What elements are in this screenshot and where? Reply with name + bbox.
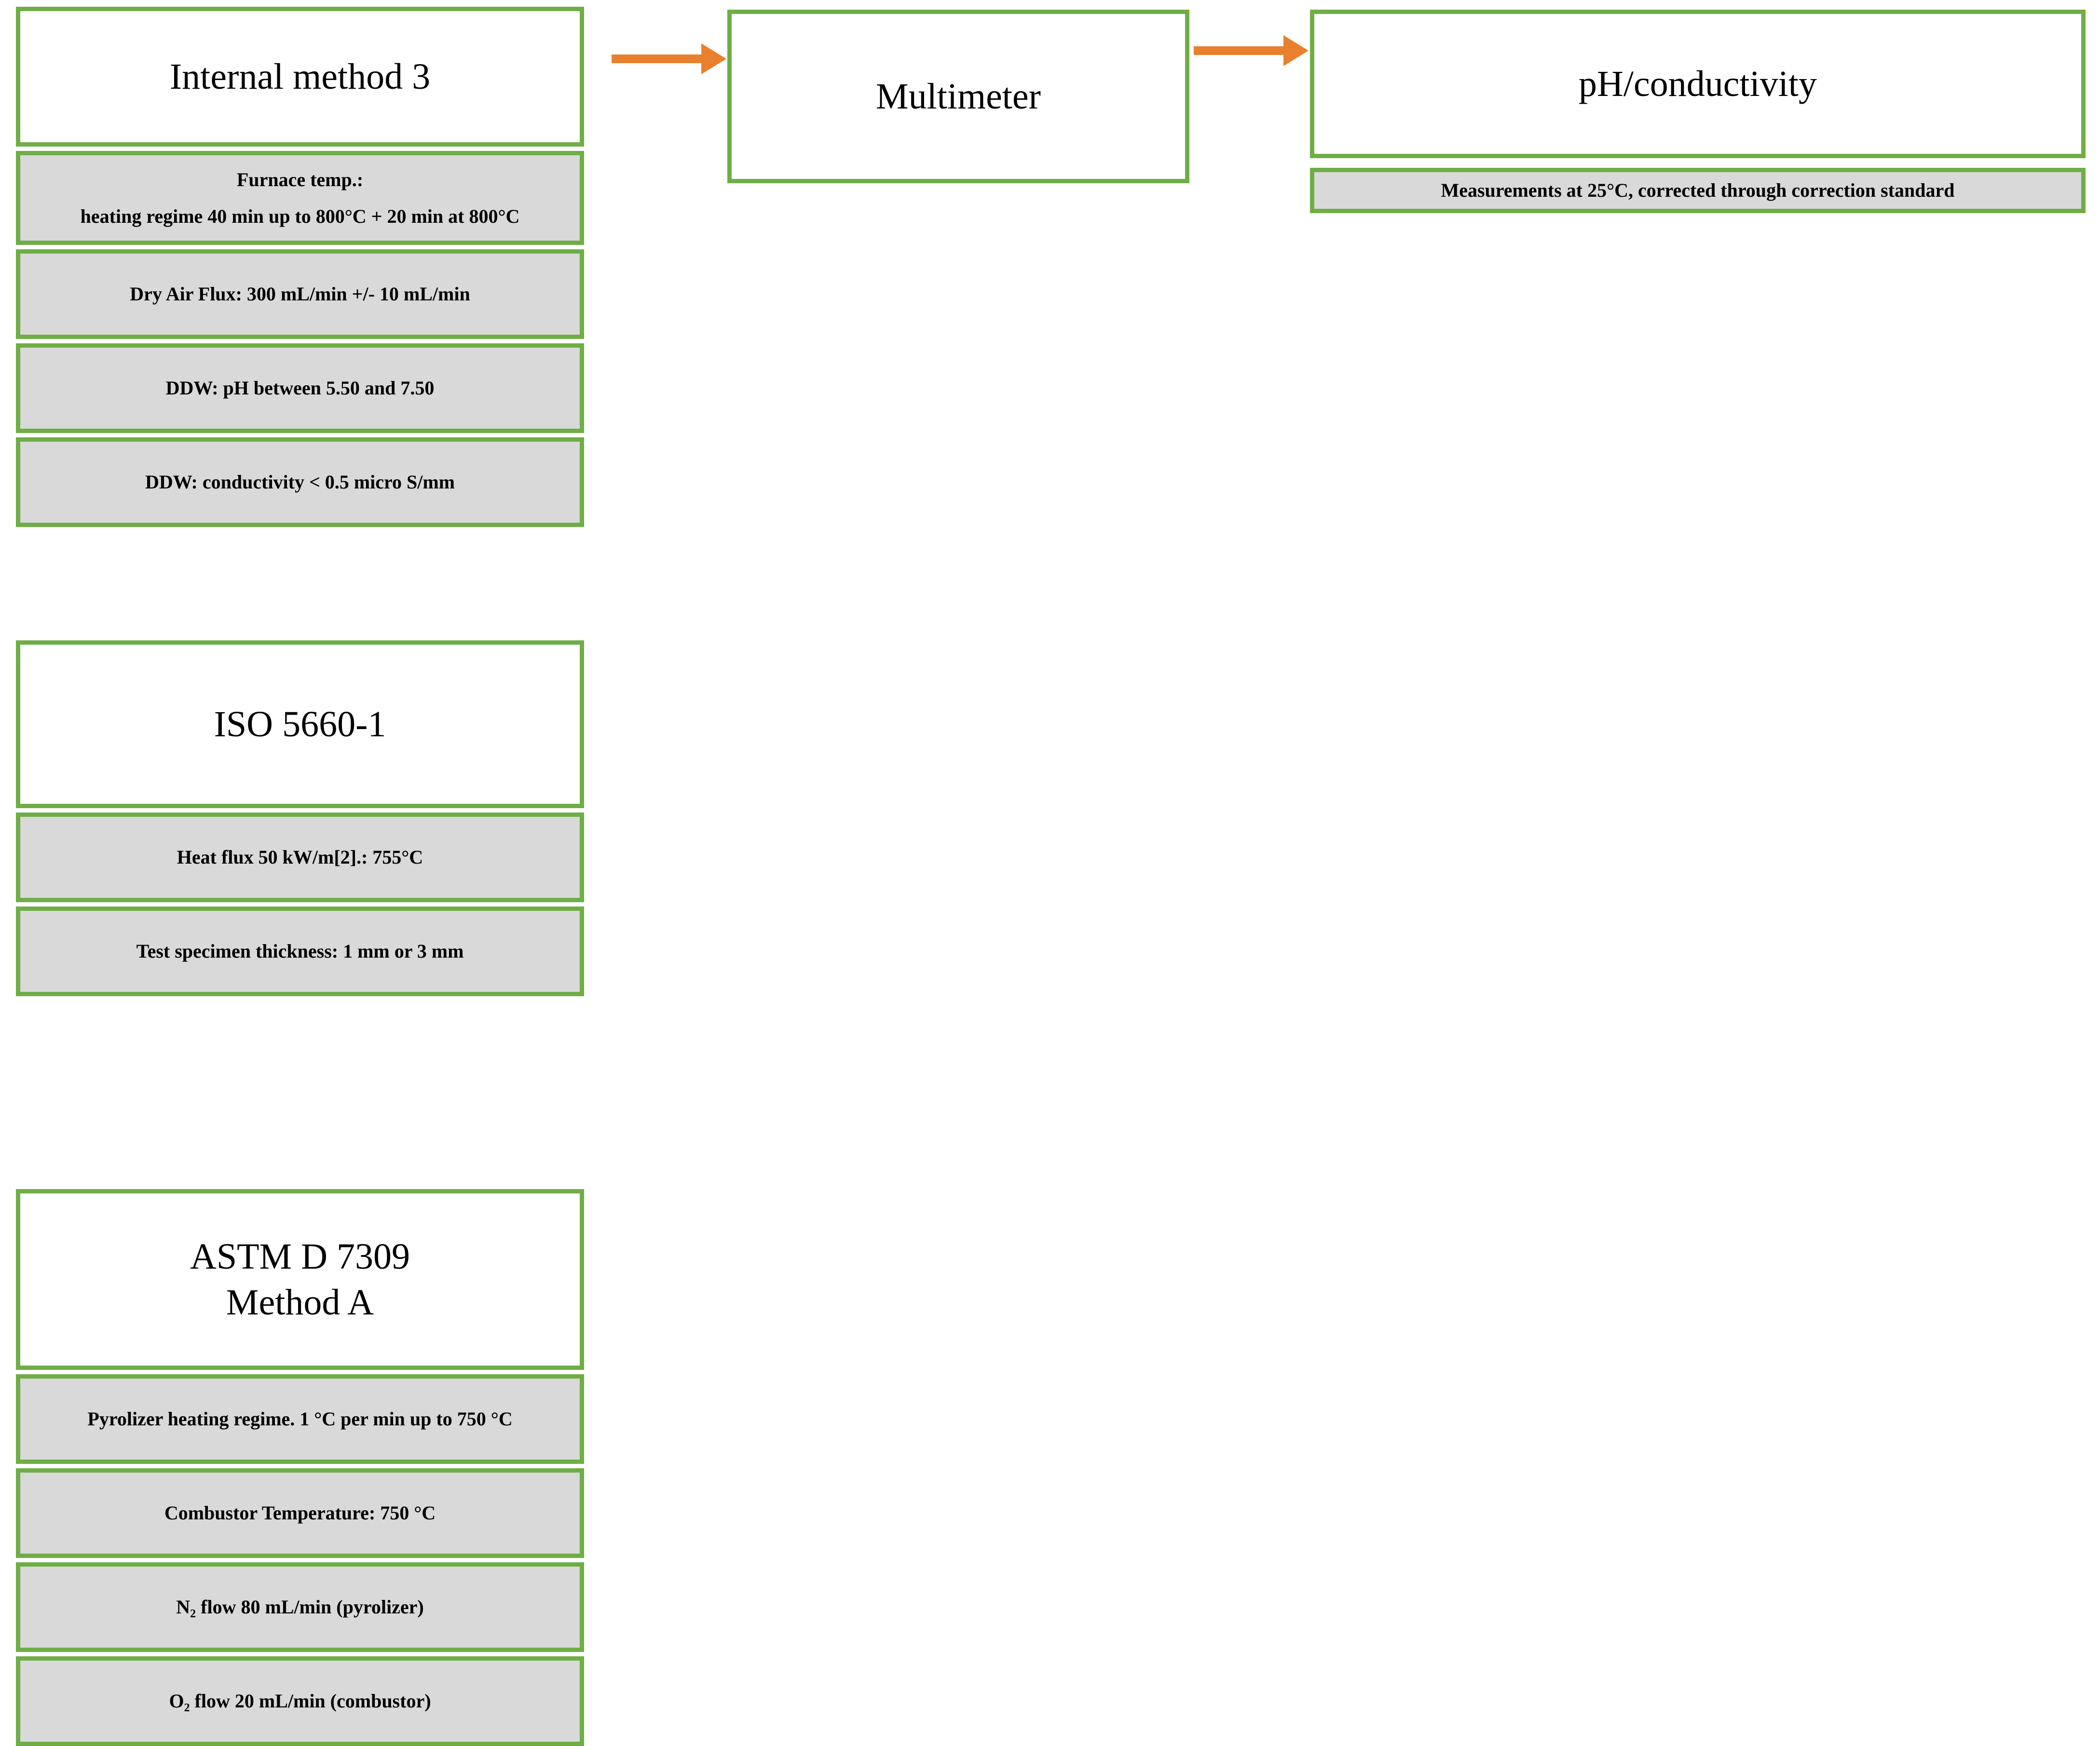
arrow-shaft — [1194, 46, 1285, 55]
node-detail-text-combustor-temperature: Combustor Temperature: 750 °C — [164, 1502, 436, 1524]
arrow-shaft — [612, 54, 703, 63]
arrow-internal-method-to-multimeter — [612, 43, 727, 74]
node-detail-box-furnace-temp: Furnace temp.: heating regime 40 min up … — [16, 151, 584, 245]
node-title-iso-5660-1: ISO 5660-1 — [214, 704, 386, 744]
node-detail-text-heat-flux: Heat flux 50 kW/m[2].: 755°C — [177, 846, 423, 868]
node-detail-box-measurements-25c: Measurements at 25°C, corrected through … — [1310, 168, 2086, 213]
node-detail-box-n2-flow: N₂ flow 80 mL/min (pyrolizer) — [16, 1562, 584, 1652]
node-detail-text-dry-air-flux: Dry Air Flux: 300 mL/min +/- 10 mL/min — [130, 283, 470, 305]
node-detail-box-ddw-ph: DDW: pH between 5.50 and 7.50 — [16, 343, 584, 433]
node-detail-text-pyrolizer-regime: Pyrolizer heating regime. 1 °C per min u… — [87, 1408, 513, 1430]
node-detail-text-furnace-temp: Furnace temp.: heating regime 40 min up … — [80, 168, 520, 227]
node-multimeter[interactable]: Multimeter — [727, 10, 1189, 183]
node-title-box-internal-method-3: Internal method 3 — [16, 7, 584, 147]
node-detail-text-specimen-thickness: Test specimen thickness: 1 mm or 3 mm — [136, 940, 464, 962]
node-internal-method-3[interactable]: Internal method 3 Furnace temp.: heating… — [16, 7, 584, 527]
arrow-head — [701, 43, 726, 74]
node-detail-text-measurements-25c: Measurements at 25°C, corrected through … — [1441, 179, 1955, 201]
node-title-box-iso-5660-1: ISO 5660-1 — [16, 640, 584, 808]
node-title-internal-method-3: Internal method 3 — [169, 56, 431, 97]
node-detail-text-o2-flow: O₂ flow 20 mL/min (combustor) — [169, 1690, 431, 1712]
node-detail-box-pyrolizer-regime: Pyrolizer heating regime. 1 °C per min u… — [16, 1374, 584, 1464]
node-detail-text-n2-flow: N₂ flow 80 mL/min (pyrolizer) — [176, 1596, 424, 1618]
arrow-head — [1283, 35, 1309, 66]
node-detail-box-combustor-temperature: Combustor Temperature: 750 °C — [16, 1468, 584, 1558]
node-detail-text-ddw-ph: DDW: pH between 5.50 and 7.50 — [165, 377, 435, 399]
node-iso-5660-1[interactable]: ISO 5660-1 Heat flux 50 kW/m[2].: 755°C … — [16, 640, 584, 996]
node-ph-conductivity[interactable]: pH/conductivity Measurements at 25°C, co… — [1310, 10, 2086, 213]
node-detail-box-ddw-conductivity: DDW: conductivity < 0.5 micro S/mm — [16, 437, 584, 527]
arrow-multimeter-to-ph-conductivity — [1194, 35, 1309, 66]
node-detail-text-ddw-conductivity: DDW: conductivity < 0.5 micro S/mm — [145, 471, 455, 493]
node-detail-box-heat-flux: Heat flux 50 kW/m[2].: 755°C — [16, 812, 584, 902]
node-title-ph-conductivity: pH/conductivity — [1579, 63, 1817, 104]
node-title-box-astm-d-7309: ASTM D 7309 Method A — [16, 1189, 584, 1370]
node-title-box-multimeter: Multimeter — [727, 10, 1189, 183]
node-title-box-ph-conductivity: pH/conductivity — [1310, 10, 2086, 158]
node-detail-box-specimen-thickness: Test specimen thickness: 1 mm or 3 mm — [16, 907, 584, 996]
node-title-multimeter: Multimeter — [876, 76, 1041, 117]
node-detail-box-dry-air-flux: Dry Air Flux: 300 mL/min +/- 10 mL/min — [16, 249, 584, 339]
node-title-astm-d-7309: ASTM D 7309 Method A — [190, 1236, 410, 1323]
node-astm-d-7309[interactable]: ASTM D 7309 Method A Pyrolizer heating r… — [16, 1189, 584, 1746]
node-detail-box-o2-flow: O₂ flow 20 mL/min (combustor) — [16, 1656, 584, 1746]
